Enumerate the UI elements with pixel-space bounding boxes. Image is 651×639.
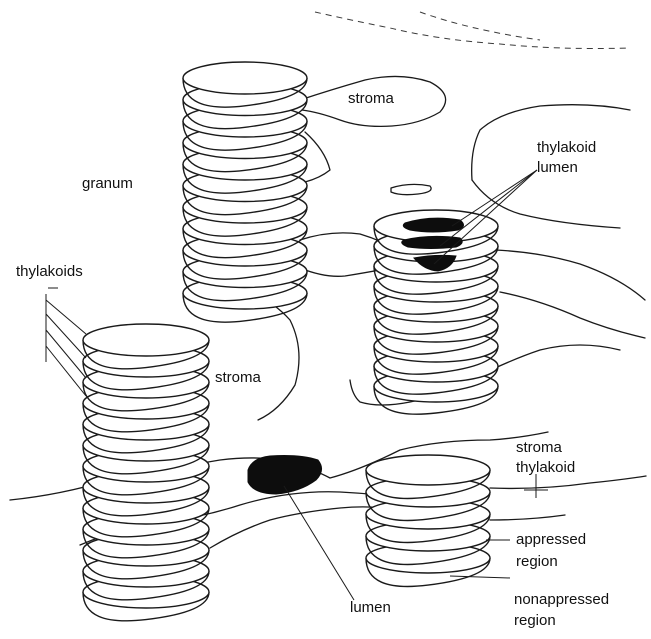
label-stroma-thylakoid-1: stroma (516, 439, 563, 456)
label-thylakoid-lumen-2: lumen (537, 159, 578, 176)
label-granum: granum (82, 175, 133, 192)
lumen-blob (248, 456, 322, 495)
label-stroma-top: stroma (348, 90, 395, 107)
outline-strokes (315, 12, 630, 49)
label-lumen: lumen (350, 599, 391, 616)
label-stroma-thylakoid-2: thylakoid (516, 459, 575, 476)
granum-left (83, 324, 209, 621)
label-thylakoids: thylakoids (16, 263, 83, 280)
thylakoid-disc (366, 455, 490, 485)
label-appressed-1: appressed (516, 531, 586, 548)
label-stroma-mid: stroma (215, 369, 262, 386)
granum-tall (183, 62, 307, 322)
label-thylakoid-lumen-1: thylakoid (537, 139, 596, 156)
thylakoid-disc (83, 324, 209, 356)
label-appressed-2: region (516, 553, 558, 570)
label-nonappressed-1: nonappressed (514, 591, 609, 608)
label-nonappressed-2: region (514, 612, 556, 629)
thylakoid-disc (183, 62, 307, 94)
granum-bottom-right (366, 455, 490, 586)
